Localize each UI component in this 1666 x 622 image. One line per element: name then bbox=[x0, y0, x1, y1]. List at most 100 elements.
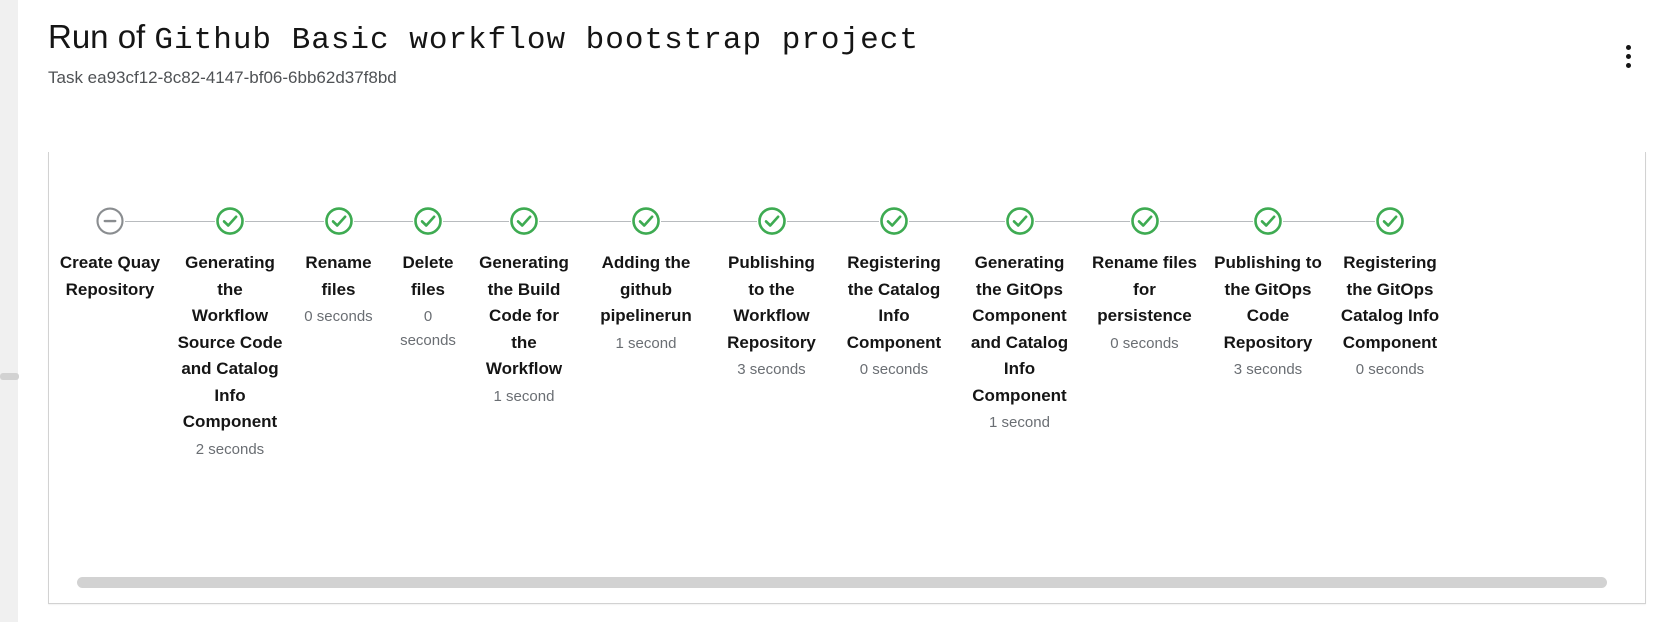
step-icon-row bbox=[1082, 206, 1207, 236]
step-icon-row bbox=[580, 206, 712, 236]
step-status-icon[interactable] bbox=[215, 206, 245, 236]
step-body: Registering the GitOps Catalog Info Comp… bbox=[1329, 236, 1451, 382]
step-label: Adding the github pipelinerun bbox=[600, 253, 692, 326]
left-rail-handle[interactable] bbox=[0, 373, 19, 380]
workflow-step[interactable]: Registering the GitOps Catalog Info Comp… bbox=[1329, 206, 1451, 382]
step-label: Registering the Catalog Info Component bbox=[846, 253, 942, 352]
step-status-icon[interactable] bbox=[324, 206, 354, 236]
step-connector-left bbox=[580, 220, 631, 222]
workflow-step[interactable]: Rename files 0 seconds bbox=[289, 206, 388, 329]
step-connector-right bbox=[1159, 220, 1207, 222]
page-title-prefix: Run of bbox=[48, 18, 155, 55]
kebab-dot-3 bbox=[1625, 62, 1631, 68]
step-connector-left bbox=[171, 220, 215, 222]
step-status-icon[interactable] bbox=[413, 206, 443, 236]
step-status-icon[interactable] bbox=[757, 206, 787, 236]
step-connector-left bbox=[289, 220, 324, 222]
workflow-step[interactable]: Publishing to the GitOps Code Repository… bbox=[1207, 206, 1329, 382]
step-connector-right bbox=[1034, 220, 1082, 222]
step-duration: 3 seconds bbox=[1233, 361, 1303, 379]
step-status-icon[interactable] bbox=[631, 206, 661, 236]
step-body: Publishing to the GitOps Code Repository… bbox=[1207, 236, 1329, 382]
check-circle-icon bbox=[757, 207, 786, 235]
check-circle-icon bbox=[216, 207, 244, 235]
check-circle-icon bbox=[324, 207, 353, 235]
kebab-menu-icon[interactable] bbox=[1610, 38, 1646, 74]
step-icon-row bbox=[1207, 206, 1329, 236]
page-header: Run of Github Basic workflow bootstrap p… bbox=[19, 0, 1666, 140]
step-connector-left bbox=[388, 220, 413, 222]
page-title-workflow-name: Github Basic workflow bootstrap project bbox=[154, 23, 919, 58]
page-title: Run of Github Basic workflow bootstrap p… bbox=[48, 18, 919, 58]
workflow-step[interactable]: Generating the GitOps Component and Cata… bbox=[957, 206, 1082, 435]
check-circle-icon bbox=[510, 207, 538, 235]
step-label: Generating the Build Code for the Workfl… bbox=[479, 253, 569, 379]
step-icon-row bbox=[831, 206, 957, 236]
step-duration: 1 second bbox=[493, 387, 555, 405]
workflow-step[interactable]: Generating the Workflow Source Code and … bbox=[171, 206, 289, 462]
step-body: Create Quay Repository bbox=[49, 236, 171, 303]
step-connector-right bbox=[661, 220, 712, 222]
workflow-step[interactable]: Rename files for persistence 0 seconds bbox=[1082, 206, 1207, 356]
kebab-dot-2 bbox=[1625, 53, 1631, 59]
step-status-icon[interactable] bbox=[95, 206, 125, 236]
check-circle-icon bbox=[880, 207, 908, 235]
step-connector-left bbox=[1329, 220, 1375, 222]
step-duration: 0 seconds bbox=[304, 308, 373, 326]
step-duration: 0 seconds bbox=[1355, 361, 1425, 379]
step-duration: 2 seconds bbox=[195, 440, 265, 458]
step-connector-right bbox=[786, 220, 831, 222]
step-duration: 0 seconds bbox=[1110, 334, 1179, 352]
step-icon-row bbox=[49, 206, 171, 236]
step-connector-left bbox=[49, 221, 95, 222]
check-circle-icon bbox=[1130, 207, 1159, 235]
workflow-step[interactable]: Registering the Catalog Info Component 0 … bbox=[831, 206, 957, 382]
step-duration: 0 seconds bbox=[400, 308, 456, 350]
step-status-icon[interactable] bbox=[1005, 206, 1035, 236]
step-connector-left bbox=[468, 220, 509, 222]
step-body: Generating the Workflow Source Code and … bbox=[171, 236, 289, 462]
step-label: Rename files for persistence bbox=[1092, 253, 1197, 326]
step-label: Generating the GitOps Component and Cata… bbox=[970, 253, 1069, 405]
step-status-icon[interactable] bbox=[879, 206, 909, 236]
step-connector-left bbox=[831, 220, 879, 222]
check-circle-icon bbox=[1254, 207, 1282, 235]
horizontal-scroll-thumb[interactable] bbox=[77, 577, 1607, 588]
step-duration: 0 seconds bbox=[859, 361, 929, 379]
step-body: Registering the Catalog Info Component 0 … bbox=[831, 236, 957, 382]
workflow-step[interactable]: Generating the Build Code for the Workfl… bbox=[468, 206, 580, 409]
step-status-icon[interactable] bbox=[509, 206, 539, 236]
step-connector-right bbox=[1283, 220, 1329, 222]
step-icon-row bbox=[388, 206, 468, 236]
step-connector-right bbox=[1405, 221, 1451, 222]
workflow-step[interactable]: Create Quay Repository bbox=[49, 206, 171, 303]
horizontal-scrollbar[interactable] bbox=[49, 563, 1645, 603]
step-label: Rename files bbox=[305, 253, 372, 299]
step-icon-row bbox=[289, 206, 388, 236]
step-status-icon[interactable] bbox=[1375, 206, 1405, 236]
step-icon-row bbox=[1329, 206, 1451, 236]
step-status-icon[interactable] bbox=[1253, 206, 1283, 236]
step-connector-left bbox=[957, 220, 1005, 222]
step-status-icon[interactable] bbox=[1130, 206, 1160, 236]
check-circle-icon bbox=[1376, 207, 1404, 235]
step-connector-left bbox=[712, 220, 757, 222]
step-icon-row bbox=[957, 206, 1082, 236]
step-body: Rename files for persistence 0 seconds bbox=[1082, 236, 1207, 356]
left-rail bbox=[0, 0, 19, 622]
step-body: Generating the Build Code for the Workfl… bbox=[468, 236, 580, 409]
workflow-step[interactable]: Adding the github pipelinerun 1 second bbox=[580, 206, 712, 356]
step-connector-left bbox=[1207, 220, 1253, 222]
step-body: Adding the github pipelinerun 1 second bbox=[580, 236, 712, 356]
step-connector-right bbox=[125, 220, 171, 222]
step-connector-right bbox=[245, 220, 289, 222]
step-duration: 1 second bbox=[615, 334, 677, 352]
minus-circle-icon bbox=[96, 207, 124, 235]
step-label: Publishing to the GitOps Code Repository bbox=[1214, 253, 1322, 352]
